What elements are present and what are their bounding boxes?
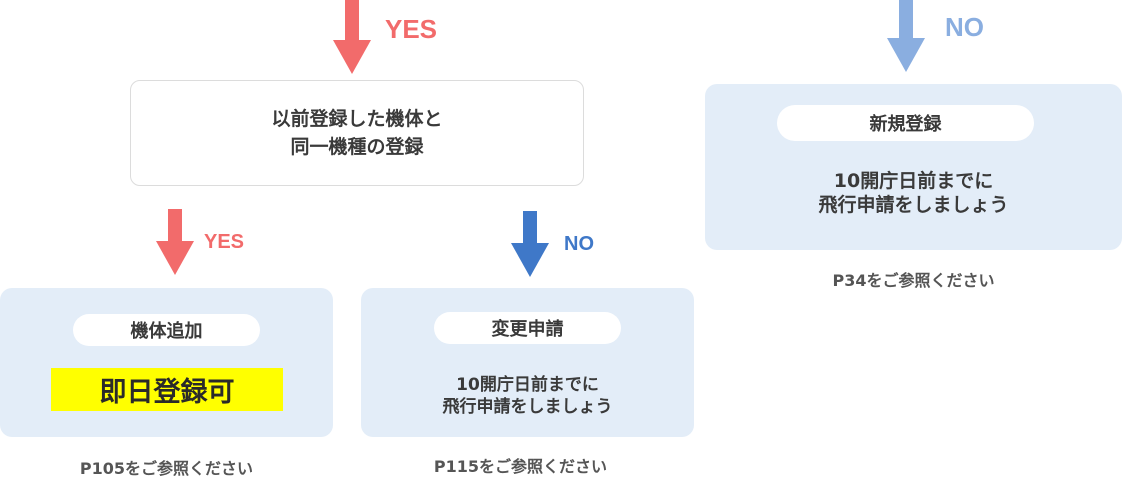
branch-no-label: NO	[564, 233, 594, 255]
instant-registration-highlight: 即日登録可	[51, 368, 283, 411]
middle-panel-pill: 変更申請	[434, 312, 621, 344]
top-no-arrow	[887, 0, 925, 72]
branch-yes-label: YES	[204, 231, 245, 253]
left-panel-reference: P105をご参照ください	[79, 459, 254, 478]
middle-panel-line-1: 10開庁日前までに	[456, 375, 599, 395]
left-panel-pill: 機体追加	[73, 314, 260, 346]
branch-no-arrow	[511, 211, 549, 277]
middle-panel: 変更申請 10開庁日前までに 飛行申請をしましょう	[361, 288, 694, 437]
top-yes-label: YES	[385, 14, 438, 44]
middle-panel-reference: P115をご参照ください	[433, 457, 608, 476]
right-panel-reference: P34をご参照ください	[832, 271, 995, 290]
top-yes-arrow	[333, 0, 371, 74]
right-panel-line-2: 飛行申請をしましょう	[818, 194, 1009, 216]
left-panel: 機体追加 即日登録可	[0, 288, 333, 437]
right-panel-pill: 新規登録	[777, 105, 1034, 141]
middle-panel-line-2: 飛行申請をしましょう	[442, 397, 613, 417]
question-box: 以前登録した機体と 同一機種の登録	[130, 80, 584, 186]
question-line-1: 以前登録した機体と	[271, 108, 443, 130]
question-line-2: 同一機種の登録	[290, 136, 424, 158]
right-panel: 新規登録 10開庁日前までに 飛行申請をしましょう	[705, 84, 1122, 250]
right-panel-line-1: 10開庁日前までに	[833, 170, 994, 192]
branch-yes-arrow	[156, 209, 194, 275]
top-no-label: NO	[945, 12, 984, 42]
